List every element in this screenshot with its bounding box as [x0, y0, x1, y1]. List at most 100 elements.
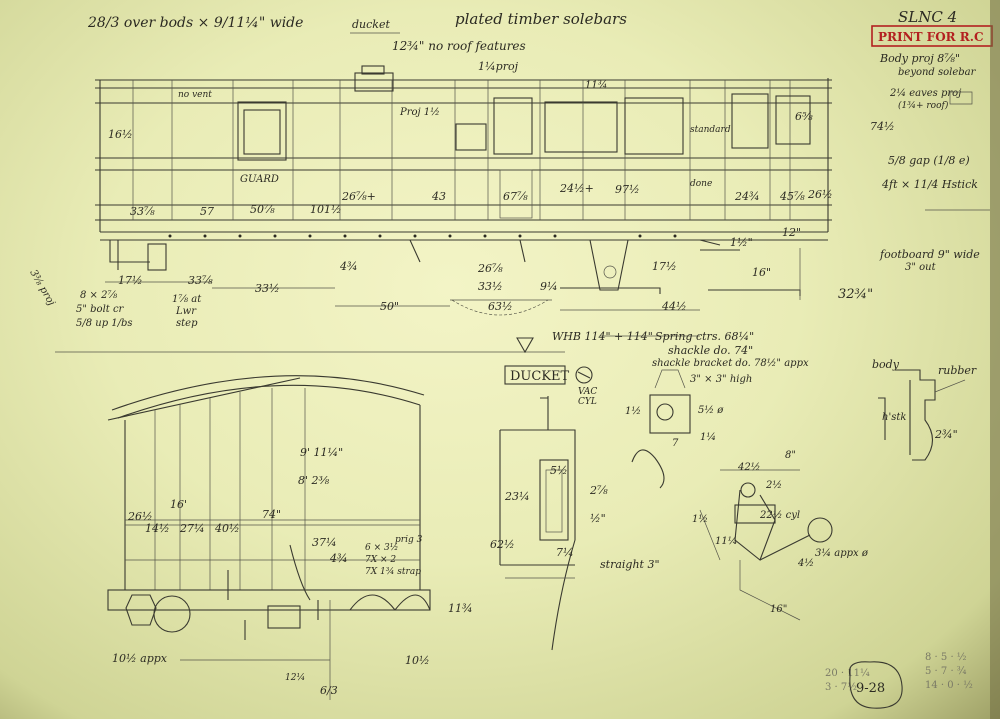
note-bracket: shackle bracket do. 78½" appx — [652, 358, 809, 369]
ducket-label: DUCKET — [510, 369, 570, 384]
side-dim-13: 6⅝ — [795, 110, 813, 123]
note-spring: Spring ctrs. 68¼" — [655, 330, 754, 343]
header-top-left: 28/3 over bods × 9/11¼" wide — [87, 15, 303, 31]
ducket-dim-3: 62½ — [490, 538, 515, 551]
rubber-dim: 2¾" — [934, 428, 958, 441]
note-step: 1⅞ at — [172, 294, 202, 305]
brake-dim-6: 16" — [770, 604, 787, 615]
side-dim-6: 43 — [431, 190, 446, 203]
side-dim-11: 45⅞ — [779, 190, 805, 203]
svg-text:3 · 7½: 3 · 7½ — [825, 682, 857, 693]
side-elevation — [55, 65, 832, 353]
side-dim-7: 67⅞ — [503, 190, 528, 203]
note-step-3: step — [176, 318, 198, 329]
header-code: SLNC 4 — [898, 8, 957, 26]
note-height: 32¾" — [838, 287, 873, 302]
side-dim-1: 33⅞ — [130, 205, 155, 218]
end-dim-3: 26½ — [127, 510, 153, 523]
side-dim-29: 16" — [752, 266, 771, 279]
side-dim-28: 12" — [782, 226, 801, 239]
ducket-dim-4: 7¼ — [556, 546, 574, 559]
side-dim-26: 44½ — [661, 300, 687, 313]
ducket-dim-2: 2⅞ — [589, 484, 608, 497]
svg-text:8 · 5 · ½: 8 · 5 · ½ — [925, 652, 967, 663]
end-dim-7: 74" — [262, 508, 281, 521]
side-dim-10: 24¾ — [734, 190, 760, 203]
end-elevation — [107, 375, 431, 700]
side-dim-15: 74½ — [870, 120, 895, 133]
side-dim-27: 17½ — [652, 260, 677, 273]
header-ducket-note: 12¾" no roof features — [392, 39, 526, 53]
header-title: plated timber solebars — [455, 10, 627, 28]
end-dim-0: 9' 11¼" — [300, 446, 343, 459]
end-dim-2: 16' — [170, 498, 187, 511]
note-step-2: Lwr — [175, 306, 197, 317]
rubber-hstk: h'stk — [882, 412, 906, 423]
lamp-vac: VAC — [578, 387, 597, 397]
end-dim-8: 37¼ — [312, 536, 337, 549]
ducket-dim-0: 23¼ — [504, 490, 530, 503]
side-dim-17: 17½ — [118, 274, 143, 287]
side-dim-22: 26⅞ — [477, 262, 503, 275]
side-dim-14: 11¾ — [585, 80, 607, 91]
svg-text:20 · 11¼: 20 · 11¼ — [825, 668, 870, 679]
lamp-cyl: CYL — [578, 397, 597, 407]
lamp-dim-1: 7 — [672, 438, 679, 449]
side-dim-24: 63½ — [488, 300, 513, 313]
brake-dim-7: 3¼ appx ø — [815, 548, 869, 559]
lamp-dim-0: 5½ ø — [698, 405, 724, 416]
note-wheelbase: WHB 114" + 114" — [552, 330, 653, 343]
note-footboard: footboard 9" wide — [879, 248, 980, 261]
rubber-rubber: rubber — [938, 364, 977, 377]
side-standard: standard — [690, 125, 731, 135]
side-dim-23: 33½ — [478, 280, 503, 293]
ducket-dim-1: 5½ — [550, 464, 568, 477]
brake-dim-5: 4½ — [797, 558, 814, 569]
note-body-proj: Body proj 8⅞" — [879, 52, 960, 65]
end-dim-11: 6 × 3½ — [365, 542, 398, 553]
note-eaves: 2¼ eaves proj — [889, 88, 961, 99]
note-handrail: 4ft × 11/4 Hstick — [881, 178, 978, 191]
page-number: 9-28 — [856, 681, 885, 696]
note-eaves-2: (1¾+ roof) — [898, 100, 949, 111]
lamp-dim-3: 1½ — [625, 406, 641, 417]
side-done: done — [690, 179, 712, 189]
side-dim-12: 26½ — [807, 188, 833, 201]
lamp-note: 3" × 3" high — [690, 374, 752, 385]
side-dim-8: 24½+ — [559, 182, 594, 195]
note-footboard-2: 3" out — [905, 262, 937, 273]
side-dim-16: 3⅜ proj — [27, 268, 56, 308]
end-dim-6: 40½ — [214, 522, 240, 535]
side-dim-2: 57 — [200, 205, 214, 218]
side-proj-1: 1¼proj — [478, 60, 519, 73]
brake-dim-8: 1½ — [692, 514, 708, 525]
side-dim-3: 50⅞ — [250, 203, 275, 216]
ducket-dim-5: ½" — [590, 512, 606, 525]
end-dim-10: 10½ appx — [112, 652, 168, 665]
end-dim-12: 7X × 2 — [365, 555, 396, 565]
end-dim-9: 4¾ — [329, 552, 348, 565]
side-dim-20: 50" — [380, 300, 399, 313]
lamp-detail — [575, 366, 691, 489]
brake-dim-1: 8" — [785, 450, 796, 461]
note-gap: 5/8 gap (1/8 e) — [888, 154, 970, 167]
header-ducket: ducket — [352, 18, 390, 31]
ducket-dim-6: straight 3" — [600, 558, 660, 571]
side-dim-30: 1½" — [730, 236, 753, 249]
end-dim-17: 12¼ — [285, 672, 305, 683]
end-dim-14: prig 3 — [395, 535, 423, 545]
side-dim-4: 101½ — [310, 203, 342, 216]
end-dim-18: 10½ — [405, 654, 430, 667]
brake-dim-4: 11¼ — [715, 536, 737, 547]
rubber-detail — [878, 369, 966, 461]
ducket-detail — [499, 365, 576, 651]
side-guard: GUARD — [240, 174, 279, 185]
note-bolt: 8 × 2⅞ — [80, 290, 117, 301]
stamp-text: PRINT FOR R.C — [878, 30, 984, 44]
side-dim-25: 9¼ — [540, 280, 558, 293]
end-dim-16: 6/3 — [320, 684, 338, 697]
end-dim-15: 11¾ — [448, 602, 473, 615]
side-dim-0: 16½ — [108, 128, 133, 141]
note-bolt-2: 5" bolt cr — [76, 304, 125, 315]
side-dim-19: 33½ — [255, 282, 280, 295]
